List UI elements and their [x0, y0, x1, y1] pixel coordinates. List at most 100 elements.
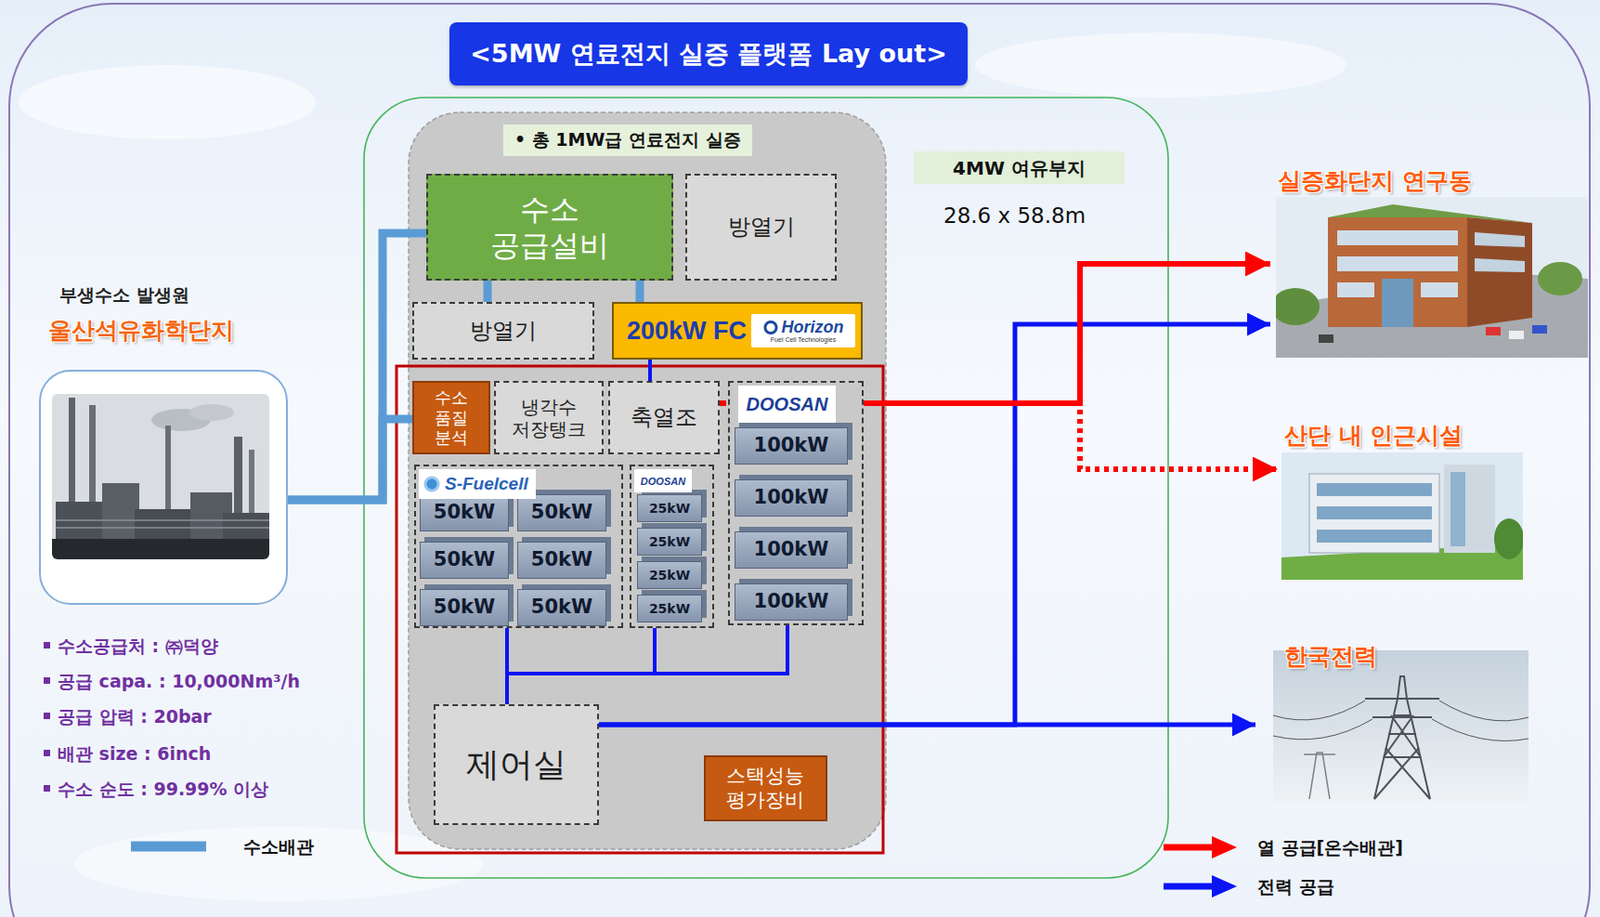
node-text: 50kW — [531, 547, 593, 572]
node-text: 25kW — [649, 600, 690, 617]
node-text: 100kW — [754, 589, 830, 613]
legend-text: 전력 공급 — [1257, 874, 1335, 899]
node-text: 50kW — [433, 595, 495, 619]
fc-module: 50kW — [419, 588, 509, 626]
dimension-label: 28.6 x 58.8m — [943, 203, 1086, 228]
power-tower-picture — [1374, 715, 1431, 799]
facility-title: 실증화단지 연구동 — [1277, 165, 1472, 196]
fc-module: 50kW — [419, 494, 509, 532]
logo-text: DOOSAN — [738, 385, 836, 423]
research-building-picture — [1537, 261, 1583, 296]
node-text: 100kW — [754, 537, 830, 561]
research-building-picture — [1532, 325, 1548, 334]
power-line — [507, 624, 788, 704]
power-tower-picture — [1374, 698, 1431, 799]
nearby-facility-picture — [1443, 464, 1496, 553]
list-bullet — [43, 784, 51, 792]
nearby-facility-picture — [1281, 452, 1523, 580]
analysis-box: 수소 품질 분석 — [412, 380, 491, 455]
node-text: 수소 공급설비 — [482, 191, 617, 263]
radiator-box: 방열기 — [412, 301, 595, 360]
title-text: <5MW 연료전지 실증 플랫폼 Lay out> — [469, 37, 948, 71]
fc-module: 100kW — [734, 531, 848, 569]
node-text: 25kW — [649, 533, 690, 550]
node-text: 방열기 — [469, 317, 537, 345]
nearby-facility-picture — [1450, 471, 1466, 547]
hydrogen-pipe — [287, 418, 413, 500]
fc-module: 25kW — [637, 560, 703, 589]
node-text: 50kW — [531, 500, 593, 524]
logo-plate: HorizonFuel Cell Technologies — [751, 313, 856, 348]
hydrogen-pipe — [636, 280, 645, 302]
supply-note: 수소공급처 : ㈜덕양 — [57, 634, 219, 659]
research-building-picture — [1508, 330, 1524, 339]
power-tower-picture — [1365, 676, 1440, 799]
node-text: 제어실 — [466, 743, 567, 784]
clouds — [18, 32, 1347, 901]
supply-note: 공급 압력 : 20bar — [57, 704, 212, 729]
radiator-box: 방열기 — [685, 173, 837, 281]
research-building-picture — [1474, 232, 1525, 248]
nearby-facility-picture — [1281, 452, 1523, 580]
node-text: 100kW — [754, 485, 830, 509]
control-room: 제어실 — [433, 703, 599, 825]
research-building-picture — [1318, 334, 1334, 343]
nearby-facility-picture — [1316, 482, 1432, 496]
factory-photo — [52, 393, 270, 560]
logo-text: Horizon — [763, 318, 845, 337]
research-building-picture — [1275, 287, 1320, 326]
fc-module: 25kW — [637, 527, 703, 556]
fc-group: S-Fuelcell50kW50kW50kW50kW50kW50kW — [414, 464, 624, 628]
source-name: 울산석유화학단지 — [48, 314, 288, 346]
source-panel — [39, 369, 288, 605]
region-heading: • 총 1MW급 연료전지 실증 — [503, 124, 753, 157]
supply-box: 수소 공급설비 — [426, 173, 674, 281]
facility-box: 산단 내 인근시설 — [1277, 417, 1526, 582]
hydrogen-pipe — [287, 233, 427, 500]
facility-title: 한국전력 — [1284, 640, 1378, 672]
fc-module: 100kW — [734, 479, 848, 517]
research-building-picture — [1381, 278, 1414, 327]
fuel-cell-box: 200kW FCHorizonFuel Cell Technologies — [611, 301, 863, 360]
site-region-fill — [408, 112, 886, 849]
power-tower-picture — [1273, 700, 1529, 741]
power-tower-picture — [1273, 650, 1529, 802]
facility-box: 한국전력 — [1255, 632, 1530, 802]
fc-module: 50kW — [517, 588, 607, 626]
research-building-picture — [1337, 256, 1458, 272]
fc-group: DOOSAN100kW100kW100kW100kW — [728, 380, 864, 625]
factory-photo — [52, 393, 270, 560]
power-tower-picture — [1365, 698, 1440, 717]
power-line — [598, 324, 1271, 725]
research-building-picture — [1485, 326, 1501, 336]
power-tower-picture — [1303, 752, 1336, 799]
power-tower-picture — [1273, 650, 1529, 802]
supply-note: 배관 size : 6inch — [57, 741, 211, 767]
legend-sample — [1163, 883, 1215, 890]
legend-sample — [1211, 835, 1237, 859]
research-building-picture — [1420, 282, 1458, 298]
legend-sample — [1163, 844, 1215, 851]
site-boundary — [364, 97, 1169, 878]
list-bullet — [43, 712, 51, 719]
power-line — [507, 627, 655, 704]
node-text: 스택성능 평가장비 — [722, 764, 808, 811]
node-text: 50kW — [531, 595, 593, 619]
power-tower-picture — [1397, 676, 1407, 699]
legend-sample — [130, 841, 207, 852]
nearby-facility-picture — [1316, 506, 1432, 520]
hydrogen-pipe — [483, 280, 493, 302]
heat-line — [863, 263, 1271, 404]
list-bullet — [43, 676, 51, 684]
node-text: 200kW FC — [626, 316, 747, 346]
nearby-facility-picture — [1316, 529, 1432, 543]
factory-photo — [189, 403, 235, 421]
clouds — [74, 826, 483, 901]
research-building-picture — [1275, 196, 1588, 358]
legend-sample — [130, 835, 1237, 898]
source-box: 부생수소 발생원울산석유화학단지 — [39, 277, 288, 605]
fc-module: 50kW — [419, 541, 509, 579]
fc-module: 100kW — [734, 583, 848, 621]
node-text: 냉각수 저장탱크 — [507, 395, 590, 441]
factory-photo — [55, 520, 270, 528]
